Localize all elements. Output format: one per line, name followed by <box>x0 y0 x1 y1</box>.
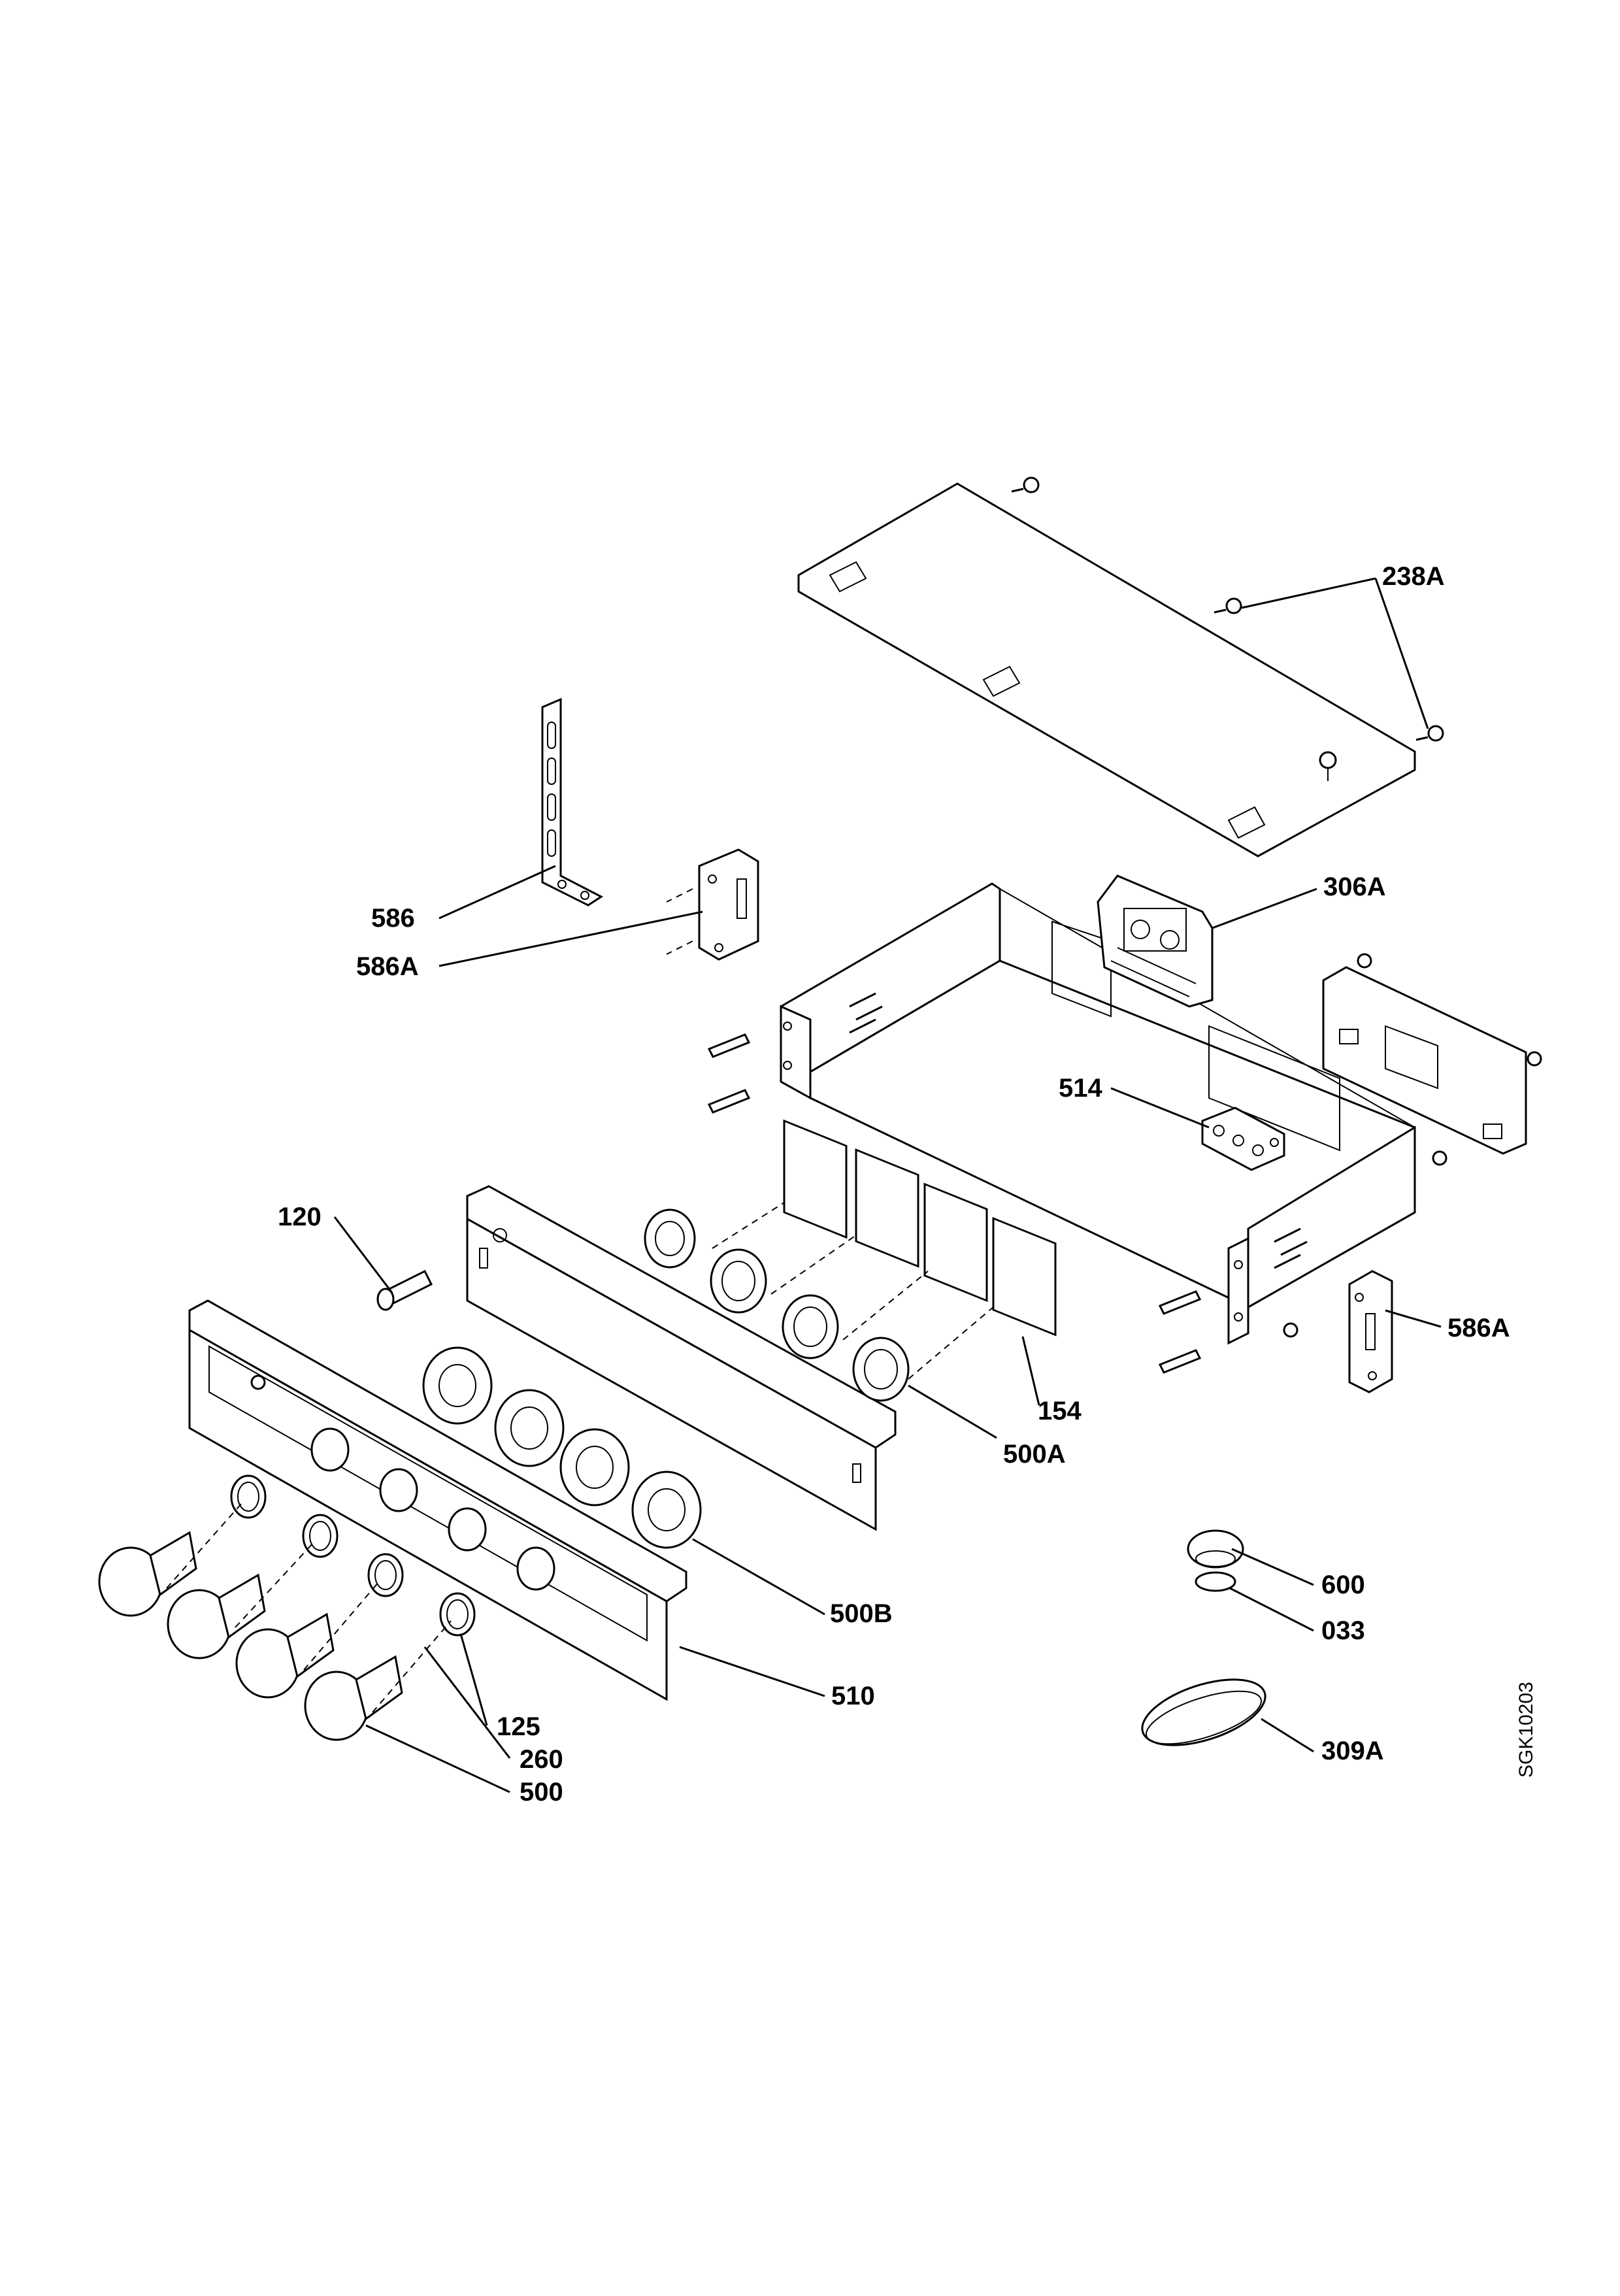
callout-033: 033 <box>1321 1616 1365 1645</box>
box-screws <box>707 1033 1447 1374</box>
leader-lines <box>333 577 1442 1793</box>
washer-033 <box>1195 1571 1236 1592</box>
cap-600 <box>1187 1529 1244 1569</box>
front-control-panel-510 <box>188 1299 687 1701</box>
callout-309a: 309A <box>1321 1737 1384 1765</box>
cover-309a <box>1141 1678 1266 1746</box>
neon-light-120 <box>376 1269 433 1311</box>
mounting-panel <box>466 1185 897 1531</box>
control-knobs-500 <box>98 1531 403 1741</box>
callout-600: 600 <box>1321 1571 1365 1599</box>
bracket-586a-right <box>1348 1270 1393 1393</box>
rings-125 <box>230 1474 476 1637</box>
callout-500a: 500A <box>1003 1440 1066 1469</box>
callout-labels: 238A 306A 586 586A 514 120 154 500A 586A… <box>278 562 1537 1806</box>
callout-586a-left: 586A <box>356 952 419 981</box>
top-cover-plate <box>797 482 1416 857</box>
callout-500b: 500B <box>830 1599 893 1628</box>
callout-510: 510 <box>831 1682 875 1710</box>
rear-mount-plate <box>1322 953 1542 1155</box>
alignment-lines <box>166 1202 994 1713</box>
callout-586: 586 <box>371 904 415 933</box>
callout-514: 514 <box>1059 1074 1102 1103</box>
callout-238a: 238A <box>1382 562 1445 591</box>
drawing-code: SGK10203 <box>1515 1682 1537 1778</box>
callout-260: 260 <box>520 1745 563 1774</box>
callout-120: 120 <box>278 1203 322 1231</box>
control-valves-500a <box>644 1208 910 1402</box>
control-box-housing <box>780 882 1416 1345</box>
callout-586a-right: 586A <box>1447 1314 1510 1342</box>
terminal-block-306a <box>1097 874 1214 1008</box>
connector-514 <box>1201 1106 1285 1171</box>
callout-306a: 306A <box>1323 873 1386 901</box>
callout-125: 125 <box>497 1712 540 1741</box>
cover-screws <box>1011 476 1444 781</box>
bezels-500b <box>422 1346 702 1549</box>
energy-regulators-154 <box>783 1119 1057 1337</box>
bracket-586 <box>541 697 603 907</box>
callout-500: 500 <box>520 1778 563 1806</box>
bracket-586a-left <box>666 848 759 961</box>
callout-154: 154 <box>1038 1397 1082 1425</box>
